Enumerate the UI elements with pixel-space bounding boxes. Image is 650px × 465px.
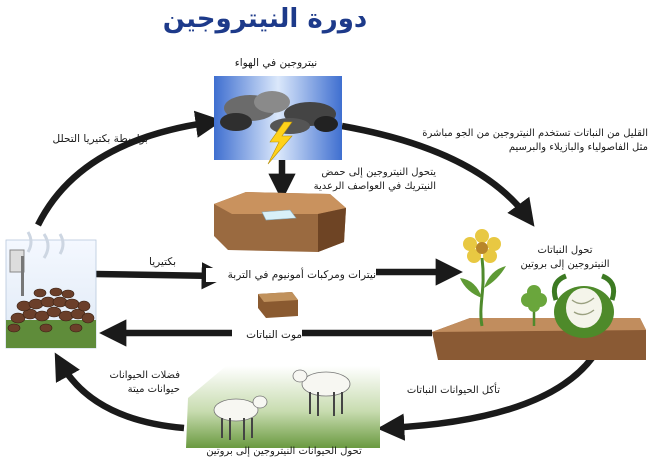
diagram-title: دورة النيتروجين [162, 4, 368, 34]
arrow-air-to-plants [341, 122, 535, 227]
dead-matter-pile [7, 287, 95, 333]
label-plants-use-direct-line1: القليل من النباتات تستخدم النيتروجين من … [422, 128, 648, 139]
label-plants-use-direct-line2: مثل الفاصولياء والبازيلاء والبرسيم [508, 141, 648, 153]
label-lightning-line2: النيتريك في العواصف الرعدية [313, 180, 436, 192]
label-air-nitrogen: نيتروجين في الهواء [234, 57, 318, 69]
cloud-icon [220, 91, 338, 134]
label-animal-waste: فضلات الحيوانات حيوانات ميتة [96, 369, 181, 396]
label-plant-death: موت النباتات [232, 328, 302, 343]
label-lightning: يتحول النيتروجين إلى حمض النيتريك في الع… [290, 166, 436, 193]
label-animal-waste-line1: فضلات الحيوانات [109, 370, 181, 381]
flower-icon [460, 229, 506, 327]
label-plants-convert-line2: النيتروجين إلى بروتين [520, 258, 610, 270]
lightning-icon [267, 121, 293, 165]
animals-field [186, 366, 380, 448]
cabbage-icon [551, 273, 617, 338]
sheep-icon [213, 395, 268, 440]
label-plants-convert-line1: تحول النباتات [537, 245, 593, 256]
label-soil-compounds: نيترات ومركبات أمونيوم في التربة [206, 268, 376, 283]
label-bacteria: بكتيريا [149, 256, 176, 268]
sheep-icon [292, 369, 351, 416]
label-plants-convert: تحول النباتات النيتروجين إلى بروتين [500, 244, 630, 271]
label-animal-waste-line2: حيوانات ميتة [127, 383, 180, 395]
label-decomposer-bacteria: بواسطة بكتيريا التحلل [52, 133, 148, 145]
clover-icon [521, 285, 547, 326]
arrow-bacteria-to-compounds [94, 262, 229, 290]
label-animals-eat-plants: تأكل الحيوانات النباتات [406, 385, 500, 396]
soil-piece [258, 292, 298, 318]
label-lightning-line1: يتحول النيتروجين إلى حمض [321, 167, 436, 178]
arrow-animal-waste [54, 352, 185, 432]
soil-block [214, 192, 346, 252]
label-animals-convert: تحول الحيوانات النيتروجين إلى بروتين [206, 446, 362, 457]
arrow-animals-eat-plants [377, 356, 595, 441]
sign-icon [9, 249, 25, 296]
sky-box [214, 76, 342, 165]
decomposition-jar [5, 231, 97, 349]
arrow-decomposition-to-air [35, 110, 223, 227]
plants-group [432, 229, 646, 360]
label-plants-use-direct: القليل من النباتات تستخدم النيتروجين من … [404, 127, 648, 154]
